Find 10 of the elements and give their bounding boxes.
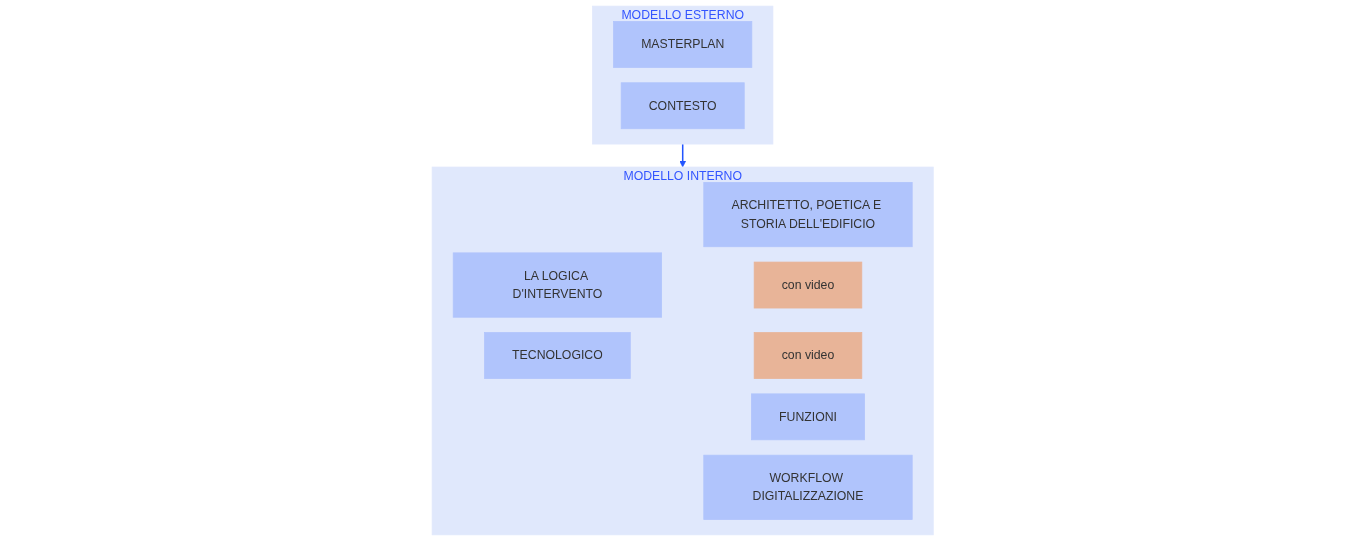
node-box: con video [754,332,863,379]
node-box: WORKFLOW DIGITALIZZAZIONE [703,454,913,520]
node-box: MASTERPLAN [613,21,753,68]
node-box: LA LOGICA D'INTERVENTO [453,252,663,318]
node-box: TECNOLOGICO [484,332,631,379]
node-box: ARCHITETTO, POETICA E STORIA DELL'EDIFICIO [703,182,913,248]
node-box: FUNZIONI [751,393,866,441]
node-box: con video [754,261,863,309]
node-box: CONTESTO [621,82,745,130]
arrow [679,143,687,168]
